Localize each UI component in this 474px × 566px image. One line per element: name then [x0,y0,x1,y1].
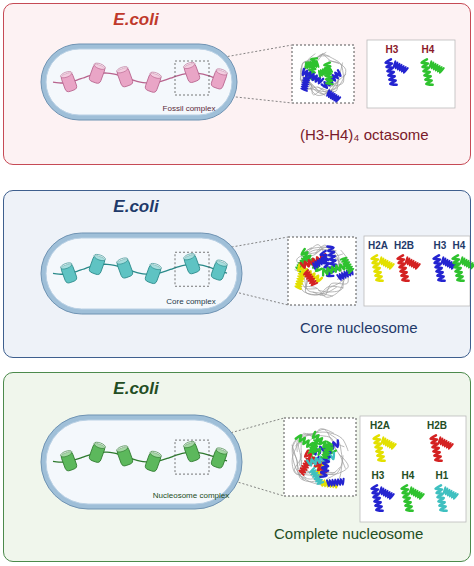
panel-title: E.coli [113,10,158,30]
legend-box [360,416,466,522]
protein-helix [406,257,420,268]
protein-helix [323,263,348,275]
protein-helix [327,479,344,486]
histone-label: H4 [422,44,435,55]
chain-structure [374,435,396,460]
protein-helix [327,90,340,102]
protein-helix [394,61,408,72]
protein-helix [321,442,332,459]
protein-helix [439,437,453,448]
chain-structure [436,485,458,510]
histone-label: H3 [386,44,399,55]
chain-structure [398,255,420,280]
panel-caption: Complete nucleosome [274,525,423,542]
protein-helix [301,78,309,91]
histone-label: H4 [402,470,415,481]
legend-box [367,40,455,108]
protein-helix [461,257,474,268]
protein-helix [382,437,396,448]
protein-helix [307,453,334,466]
cell-label: Core complex [166,297,215,306]
panel-caption: Core nucleosome [300,319,418,336]
histone-label: H3 [434,240,447,251]
structure-zoom [292,45,354,103]
panel-ground [3,190,471,358]
panel-caption: (H3-H4)₄ octasome [300,126,429,143]
histone-label: H2A [368,240,388,251]
panel: E.coliCore nucleosome Core complex [3,190,471,358]
histone-label: H2A [370,420,390,431]
protein-helix [380,487,394,498]
cell-label: Fossil complex [163,104,216,113]
chain-structure [372,255,394,280]
protein-helix [430,61,444,72]
protein-helix [306,61,319,68]
cell-label: Nucleosome complex [153,491,229,500]
histone-label: H2B [427,420,447,431]
protein-helix [444,487,458,498]
chain-structure [386,59,408,84]
protein-helix [304,270,317,285]
protein-helix [295,273,305,289]
histone-label: H4 [453,240,466,251]
protein-helix [410,487,424,498]
histone-label: H3 [372,470,385,481]
bacterium-cell: Fossil complex [39,42,239,122]
chain-structure [402,485,424,510]
panel-ground [3,372,471,562]
structure-zoom [284,418,356,496]
panel-title: E.coli [113,379,158,399]
protein-helix [380,257,394,268]
chain-structure [372,485,394,510]
panel-ground [3,3,471,165]
chain-structure [431,435,453,460]
protein-helix [319,67,332,77]
bacterium-cell: Core complex [39,231,244,316]
panel-title: E.coli [113,197,158,217]
bacterium-cell: Nucleosome complex [39,413,244,511]
protein-helix [296,435,320,455]
protein-helix [341,258,354,273]
protein-helix [313,256,328,269]
panel: E.coli (H3-H4)₄ octasome Fossil complex [3,3,471,165]
panel: E.coliComplete nucleosome Nucleosome comp… [3,372,471,562]
histone-label: H2B [394,240,414,251]
legend-box [364,236,470,306]
histone-label: H1 [436,470,449,481]
chain-structure [422,59,444,84]
structure-zoom [288,237,356,305]
